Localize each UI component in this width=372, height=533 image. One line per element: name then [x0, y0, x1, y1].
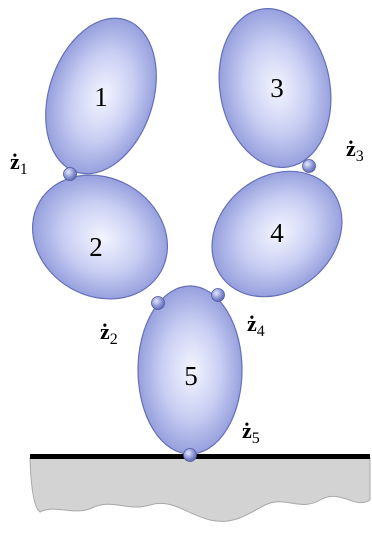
body-4-ellipse: [211, 170, 343, 298]
body-4: 4: [211, 170, 343, 298]
body-1-label: 1: [94, 82, 108, 112]
joint-2-label: ż2: [100, 319, 118, 348]
joint-4-label: ż4: [247, 311, 265, 340]
joint-3-label: ż3: [346, 136, 364, 165]
joint-1: [63, 167, 77, 181]
body-2: 2: [31, 174, 169, 300]
body-1: 1: [45, 17, 157, 175]
body-4-label: 4: [270, 218, 284, 248]
body-5: 5: [137, 285, 243, 455]
joint-3: [302, 159, 316, 173]
body-2-label: 2: [89, 232, 103, 262]
joint-4: [211, 288, 225, 302]
body-3-label: 3: [270, 73, 284, 103]
body-3-ellipse: [218, 8, 332, 168]
joint-5: [183, 448, 197, 462]
joint-2: [151, 296, 165, 310]
body-3: 3: [218, 8, 332, 168]
ground-surface: [29, 457, 371, 522]
joint-1-label: ż1: [10, 149, 28, 178]
joint-5-label: ż5: [242, 418, 260, 447]
body-2-ellipse: [31, 174, 169, 300]
body-5-label: 5: [184, 361, 198, 391]
